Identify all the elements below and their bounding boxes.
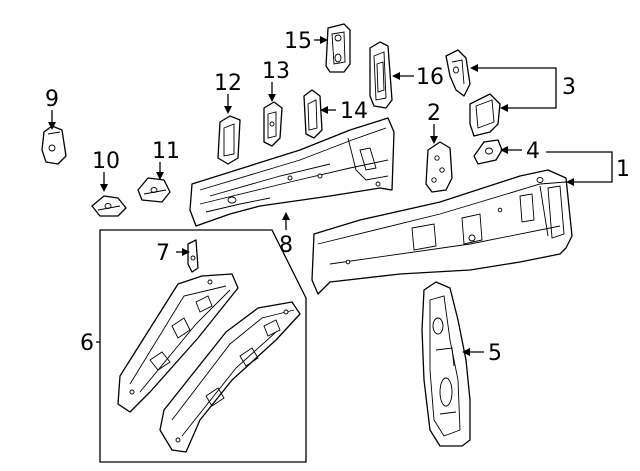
leader-lines xyxy=(48,36,613,356)
part-13-bracket xyxy=(263,101,283,147)
callout-5: 5 xyxy=(488,341,502,366)
callout-16: 16 xyxy=(416,65,444,90)
part-9-bracket xyxy=(41,125,67,165)
part-15-plate xyxy=(325,23,351,73)
callout-8: 8 xyxy=(279,233,293,258)
part-5-pillar xyxy=(421,281,471,447)
callout-12: 12 xyxy=(214,71,242,96)
callout-13: 13 xyxy=(262,59,290,84)
callout-2: 2 xyxy=(427,101,441,126)
callout-7: 7 xyxy=(156,241,170,266)
callout-9: 9 xyxy=(45,87,59,112)
callout-15: 15 xyxy=(284,29,312,54)
part-6-left-rail xyxy=(117,273,239,413)
part-1-rail xyxy=(311,169,573,295)
callout-4: 4 xyxy=(526,139,540,164)
callout-14: 14 xyxy=(340,99,368,124)
part-11-bracket xyxy=(137,177,171,203)
part-10-bracket xyxy=(91,195,127,217)
inset-box-part-6 xyxy=(99,229,307,463)
part-4-bracket xyxy=(473,139,503,165)
part-8-rail xyxy=(189,117,395,227)
part-2-gusset xyxy=(425,141,453,193)
part-6-right-rail xyxy=(159,301,301,453)
callout-6: 6 xyxy=(80,331,94,356)
part-12-plate xyxy=(217,115,241,165)
part-7-clip xyxy=(187,239,199,273)
callout-1: 1 xyxy=(616,157,630,182)
part-3-bracket xyxy=(445,49,501,137)
part-14-bracket xyxy=(303,89,323,139)
part-16-reinforcement xyxy=(369,41,393,109)
callout-11: 11 xyxy=(152,139,180,164)
callout-labels: 1 2 3 4 5 6 7 8 9 10 11 12 13 14 15 16 xyxy=(45,29,630,366)
callout-10: 10 xyxy=(92,149,120,174)
callout-3: 3 xyxy=(562,75,576,100)
